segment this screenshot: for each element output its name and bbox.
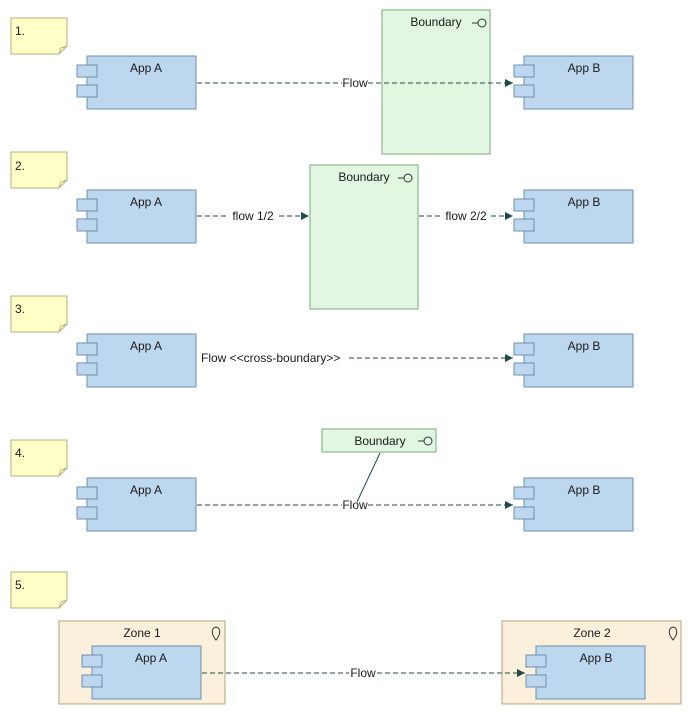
component-port-icon: [81, 674, 103, 688]
note-label: 4.: [15, 446, 25, 460]
note-label: 3.: [15, 302, 25, 316]
scenario-2: 2. Boundary App A App B flow 1/2: [10, 151, 634, 310]
flow-connector-3[interactable]: Flow <<cross-boundary>>: [201, 351, 513, 365]
component-port-icon: [513, 342, 535, 356]
component-label: App A: [130, 483, 162, 497]
boundary-icon: [418, 436, 433, 446]
flow-label: flow 2/2: [445, 209, 487, 223]
note-label: 5.: [15, 578, 25, 592]
boundary-1[interactable]: Boundary: [381, 9, 491, 155]
flow-label: flow 1/2: [232, 209, 274, 223]
boundary-label: Boundary: [410, 15, 461, 29]
component-label: App A: [130, 339, 162, 353]
boundary-4[interactable]: Boundary: [321, 428, 437, 453]
flow-label: Flow: [342, 498, 368, 512]
component-label: App A: [130, 195, 162, 209]
flow-label: Flow: [350, 666, 376, 680]
component-label: App A: [135, 651, 167, 665]
component-port-icon: [525, 674, 547, 688]
scenario-5: 5. Zone 1 Zone 2 App A App B: [10, 571, 682, 705]
component-port-icon: [76, 218, 98, 232]
component-port-icon: [513, 84, 535, 98]
location-pin-icon: [211, 626, 221, 641]
boundary-icon: [398, 173, 413, 183]
component-port-icon: [76, 486, 98, 500]
note-4[interactable]: 4.: [10, 439, 68, 477]
boundary-label: Boundary: [354, 434, 405, 448]
component-app-a-3[interactable]: App A: [76, 333, 197, 388]
component-label: App B: [580, 651, 613, 665]
component-port-icon: [76, 506, 98, 520]
component-port-icon: [76, 198, 98, 212]
component-port-icon: [76, 84, 98, 98]
flow-label: Flow: [342, 76, 368, 90]
component-app-b-4[interactable]: App B: [513, 477, 634, 532]
scenario-4: 4. App A App B Flow Boundary: [10, 428, 634, 532]
component-app-b-3[interactable]: App B: [513, 333, 634, 388]
boundary-label: Boundary: [338, 170, 389, 184]
component-app-a-2[interactable]: App A: [76, 189, 197, 244]
flow-connector-2b[interactable]: flow 2/2: [419, 209, 513, 223]
zone-label: Zone 1: [123, 626, 161, 640]
component-port-icon: [513, 218, 535, 232]
component-port-icon: [513, 486, 535, 500]
component-label: App B: [568, 61, 601, 75]
component-app-a-5[interactable]: App A: [81, 645, 202, 700]
component-port-icon: [76, 342, 98, 356]
flow-connector-1[interactable]: Flow: [197, 76, 513, 90]
component-label: App B: [568, 195, 601, 209]
zone-label: Zone 2: [573, 626, 611, 640]
component-port-icon: [525, 654, 547, 668]
location-pin-icon: [668, 626, 678, 641]
component-port-icon: [76, 64, 98, 78]
component-app-a-1[interactable]: App A: [76, 55, 197, 110]
component-port-icon: [513, 64, 535, 78]
component-port-icon: [81, 654, 103, 668]
scenario-1: 1. Boundary App A App B Flow: [10, 9, 634, 155]
component-app-b-1[interactable]: App B: [513, 55, 634, 110]
note-3[interactable]: 3.: [10, 295, 68, 333]
component-port-icon: [513, 506, 535, 520]
component-label: App B: [568, 339, 601, 353]
flow-label: Flow <<cross-boundary>>: [201, 351, 340, 365]
scenario-3: 3. App A App B Flow <<cross-boundary>>: [10, 295, 634, 388]
note-2[interactable]: 2.: [10, 151, 68, 189]
component-label: App A: [130, 61, 162, 75]
boundary-2[interactable]: Boundary: [309, 164, 419, 310]
component-label: App B: [568, 483, 601, 497]
flow-connector-4[interactable]: Flow: [197, 498, 513, 512]
component-app-a-4[interactable]: App A: [76, 477, 197, 532]
component-port-icon: [513, 362, 535, 376]
boundary-icon: [472, 18, 487, 28]
boundary-attachment-line: [356, 452, 381, 503]
note-label: 2.: [15, 159, 25, 173]
note-5[interactable]: 5.: [10, 571, 68, 609]
component-app-b-5[interactable]: App B: [525, 645, 646, 700]
component-port-icon: [76, 362, 98, 376]
flow-connector-2a[interactable]: flow 1/2: [197, 209, 309, 223]
note-1[interactable]: 1.: [10, 17, 68, 55]
flow-connector-5[interactable]: Flow: [202, 666, 525, 680]
component-port-icon: [513, 198, 535, 212]
note-label: 1.: [15, 24, 25, 38]
component-app-b-2[interactable]: App B: [513, 189, 634, 244]
